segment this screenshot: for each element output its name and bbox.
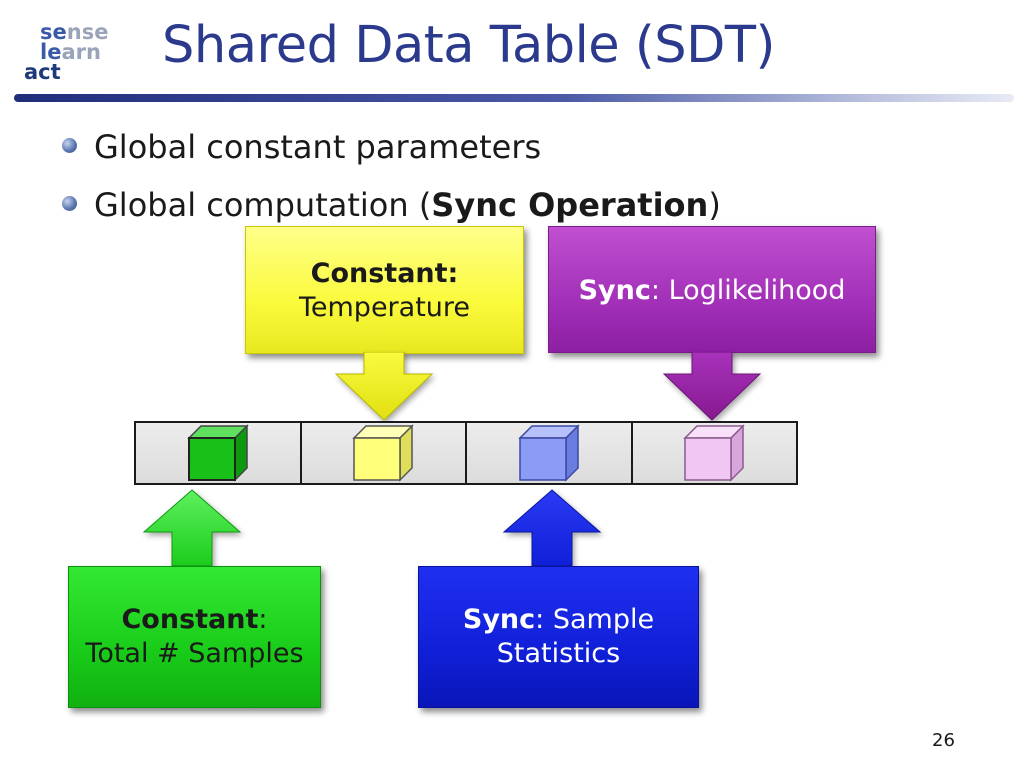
box-text: : Sample xyxy=(535,604,655,635)
yellow-down-arrow xyxy=(334,352,434,421)
constant-total-samples-box: Constant: Total # Samples xyxy=(68,566,321,708)
title-underline xyxy=(14,94,1014,102)
box-text: Statistics xyxy=(496,638,621,669)
table-cell xyxy=(633,423,797,483)
sync-sample-statistics-box: Sync: Sample Statistics xyxy=(418,566,699,708)
logo-text-nse: nse xyxy=(66,20,109,44)
table-cell xyxy=(136,423,302,483)
box-text: Temperature xyxy=(298,292,471,323)
bullet-list: Global constant parameters Global comput… xyxy=(62,118,721,234)
blue-cube-icon xyxy=(517,424,580,482)
bullet-dot-icon xyxy=(62,138,77,153)
table-cell xyxy=(302,423,467,483)
logo-text-se: se xyxy=(40,20,67,44)
box-bold-label: Constant xyxy=(121,604,259,635)
logo-text-le: le xyxy=(40,40,62,64)
yellow-cube-icon xyxy=(352,424,415,482)
purple-down-arrow xyxy=(662,352,762,421)
logo-text-act: act xyxy=(24,60,61,84)
bullet-dot-icon xyxy=(62,196,77,211)
constant-temperature-box: Constant: Temperature xyxy=(245,226,524,354)
box-text: Total # Samples xyxy=(85,638,304,669)
table-cell xyxy=(467,423,633,483)
sync-loglikelihood-box: Sync: Loglikelihood xyxy=(548,226,876,353)
page-number: 26 xyxy=(932,730,955,751)
sense-learn-act-logo: sense learn act xyxy=(22,22,122,88)
bullet-prefix: Global computation ( xyxy=(94,186,432,224)
blue-up-arrow xyxy=(502,489,602,567)
shared-data-table xyxy=(134,421,798,485)
logo-text-arn: arn xyxy=(61,40,101,64)
bullet-item: Global computation (Sync Operation) xyxy=(62,176,721,234)
box-bold-label: Sync xyxy=(578,275,651,306)
pink-cube-icon xyxy=(683,424,746,482)
slide-title: Shared Data Table (SDT) xyxy=(162,16,775,75)
bullet-text: Global constant parameters xyxy=(94,128,542,166)
green-up-arrow xyxy=(142,489,242,567)
box-bold-label: Constant: xyxy=(310,258,459,289)
box-colon: : xyxy=(258,604,268,635)
bullet-suffix: ) xyxy=(708,186,721,224)
bullet-item: Global constant parameters xyxy=(62,118,721,176)
box-text: : Loglikelihood xyxy=(650,275,846,306)
box-bold-label: Sync xyxy=(462,604,536,635)
bullet-bold: Sync Operation xyxy=(431,186,709,224)
green-cube-icon xyxy=(186,424,249,482)
